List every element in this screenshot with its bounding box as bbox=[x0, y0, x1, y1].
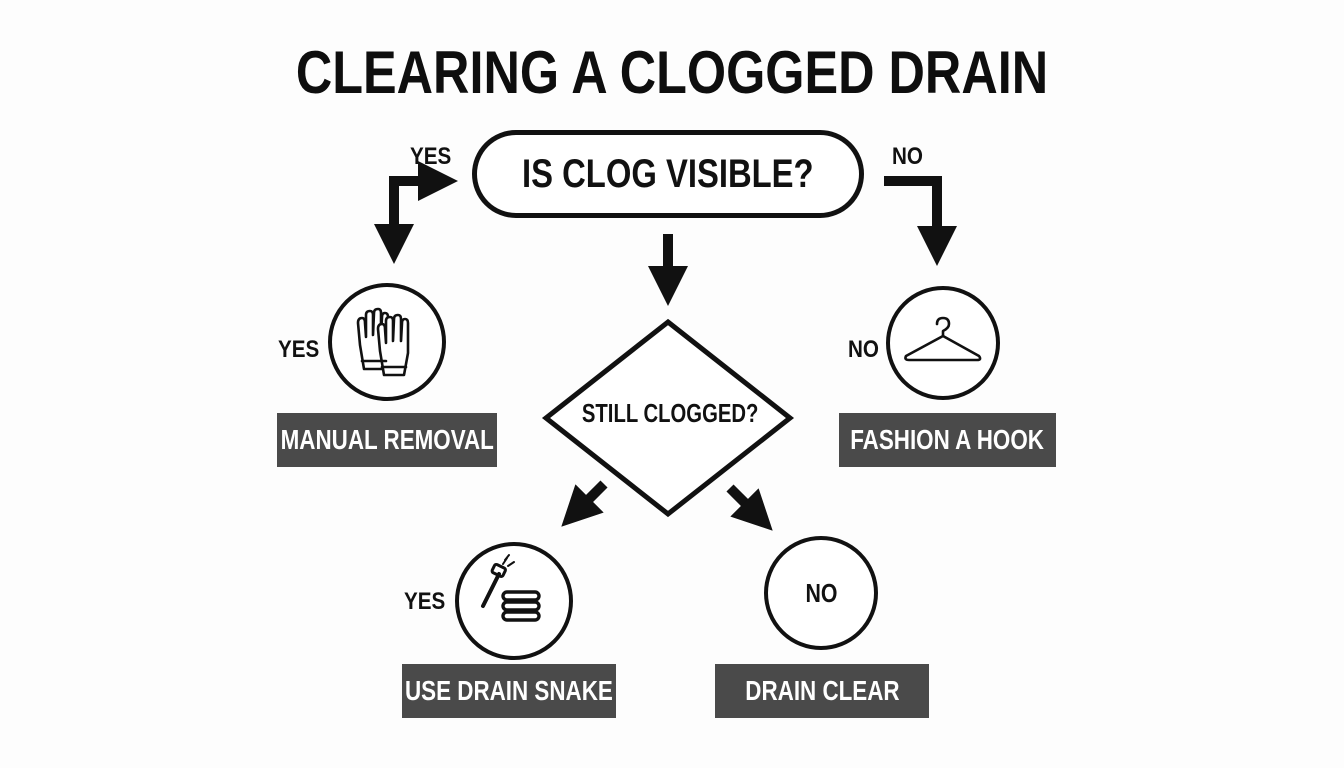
fashion-hook-box: FASHION A HOOK bbox=[839, 413, 1056, 467]
arrow-yes-to-question bbox=[389, 161, 458, 201]
drain-snake-circle bbox=[455, 542, 573, 660]
fashion-hook-circle bbox=[886, 286, 1000, 400]
bottom-no-label: NO bbox=[805, 577, 837, 608]
diagram-title: CLEARING A CLOGGED DRAIN bbox=[295, 39, 1049, 106]
arrow-decision-to-snake bbox=[561, 480, 608, 527]
use-drain-snake-label: USE DRAIN SNAKE bbox=[405, 675, 613, 706]
drain-snake-icon bbox=[481, 554, 541, 622]
fashion-hook-label: FASHION A HOOK bbox=[850, 424, 1045, 455]
decision-question: STILL CLOGGED? bbox=[548, 398, 792, 429]
use-drain-snake-box: USE DRAIN SNAKE bbox=[402, 664, 616, 718]
top-no-label: NO bbox=[892, 143, 923, 170]
drain-clear-label: DRAIN CLEAR bbox=[744, 675, 900, 706]
bottom-yes-label: YES bbox=[404, 588, 446, 615]
top-yes-label: YES bbox=[410, 143, 452, 170]
left-yes-label: YES bbox=[278, 336, 320, 363]
manual-removal-box: MANUAL REMOVAL bbox=[277, 413, 497, 467]
decision-question-text: STILL CLOGGED? bbox=[581, 398, 759, 428]
arrow-decision-to-clear bbox=[726, 484, 773, 531]
start-question-text: IS CLOG VISIBLE? bbox=[522, 151, 814, 196]
manual-removal-label: MANUAL REMOVAL bbox=[280, 424, 494, 455]
arrow-no-to-hook bbox=[884, 176, 957, 266]
gloves-icon bbox=[356, 307, 410, 377]
decision-diamond bbox=[541, 318, 795, 518]
start-question: IS CLOG VISIBLE? bbox=[472, 130, 864, 218]
drain-clear-circle: NO bbox=[764, 536, 878, 650]
hanger-icon bbox=[904, 316, 982, 362]
manual-removal-circle bbox=[328, 283, 446, 401]
right-no-label: NO bbox=[848, 336, 879, 363]
drain-clear-box: DRAIN CLEAR bbox=[715, 664, 929, 718]
